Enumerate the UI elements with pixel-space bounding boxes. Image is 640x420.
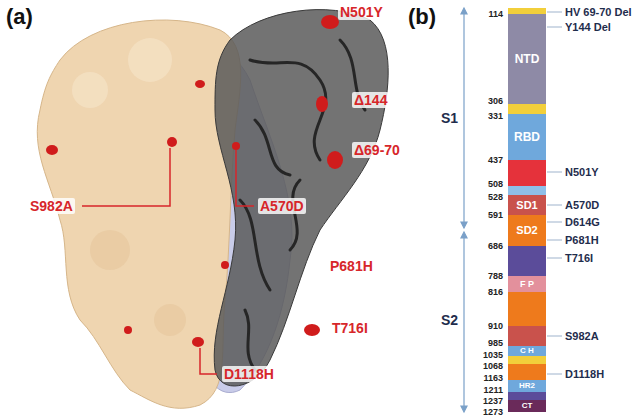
domain-name: NTD (515, 53, 540, 65)
mutation-label: D1118H (222, 366, 276, 382)
residue-number: 1237 (483, 396, 503, 406)
mutation-label: T716I (565, 252, 593, 265)
residue-number: 1068 (483, 361, 503, 371)
mutation-label: N501Y (338, 4, 385, 20)
residue-number: 985 (488, 338, 503, 348)
domain-name: RBD (514, 131, 540, 143)
domain-segment: CT (508, 400, 546, 412)
domain-segment: SD2 (508, 215, 546, 246)
leader-line (547, 12, 562, 374)
mutation-label: Δ144 (352, 92, 389, 108)
residue-number: 1163 (483, 373, 503, 383)
subunit-label: S1 (441, 110, 458, 126)
mutation-label: P681H (565, 234, 599, 247)
residue-number: 788 (488, 271, 503, 281)
mutation-label: T716I (330, 320, 370, 336)
mutation-label: Δ69-70 (352, 142, 402, 158)
residue-number: 686 (488, 241, 503, 251)
residue-number: 1273 (483, 407, 503, 417)
residue-number: 1211 (483, 385, 503, 395)
domain-name: CT (522, 402, 533, 410)
mutation-label: D1118H (565, 368, 604, 381)
residue-number: 1035 (483, 350, 503, 360)
residue-number: 331 (488, 111, 503, 121)
domain-bar (508, 8, 546, 400)
residue-number: 114 (488, 9, 503, 19)
mutation-label: D614G (565, 216, 600, 229)
panel-letter: (b) (408, 4, 436, 29)
mutation-label: P681H (328, 258, 375, 274)
domain-segment: C H (508, 346, 546, 356)
mutation-label: N501Y (565, 166, 599, 179)
domain-name: SD2 (516, 225, 537, 236)
domain-segment: NTD (508, 14, 546, 104)
region-bracket (461, 8, 467, 412)
residue-number: 816 (488, 287, 503, 297)
subunit-label: S2 (441, 312, 458, 328)
residue-number: 437 (488, 155, 503, 165)
panel-letter: (a) (6, 4, 33, 29)
domain-name: C H (520, 347, 534, 355)
mutation-label: A570D (258, 198, 306, 214)
domain-segment: F P (508, 276, 546, 292)
residue-number: 528 (488, 192, 503, 202)
residue-number: 508 (488, 179, 503, 189)
domain-segment: SD1 (508, 195, 546, 215)
mutation-label: HV 69-70 Del (565, 6, 632, 19)
domain-segment: HR2 (508, 380, 546, 392)
residue-number: 591 (488, 210, 503, 220)
mutation-label: Y144 Del (565, 21, 611, 34)
domain-name: HR2 (519, 382, 535, 390)
spike-trimer (37, 10, 388, 409)
mutation-label: S982A (565, 330, 599, 343)
domain-segment: RBD (508, 114, 546, 160)
residue-number: 910 (488, 321, 503, 331)
domain-name: SD1 (516, 200, 537, 211)
mutation-label: A570D (565, 199, 599, 212)
residue-number: 306 (488, 96, 503, 106)
mutation-label: S982A (28, 198, 75, 214)
domain-name: F P (520, 280, 534, 289)
